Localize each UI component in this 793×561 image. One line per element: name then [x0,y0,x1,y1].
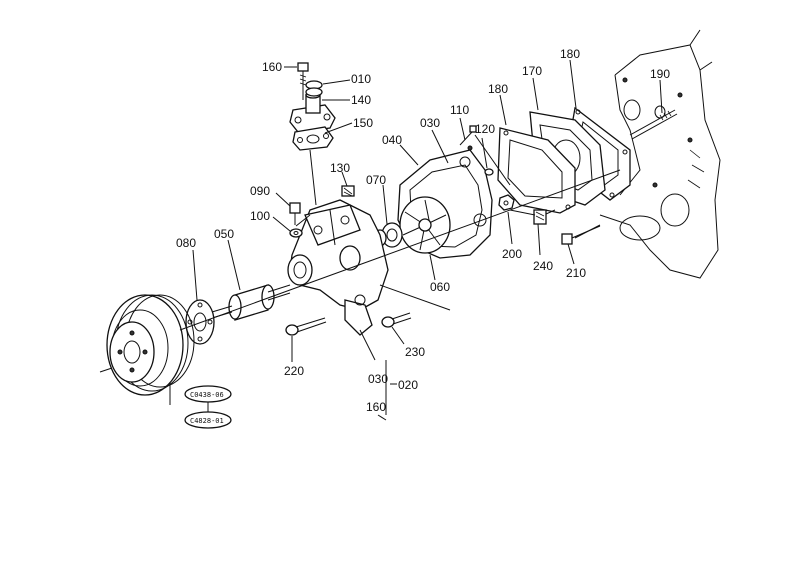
ref-tag-1: C0438-06 [190,391,224,399]
bolt-230 [381,312,412,328]
gasket-150 [292,126,334,151]
label-130: 130 [330,161,350,175]
label-020: 020 [398,378,418,392]
callout-leaders [169,59,663,405]
ref-tag-2: C4828-01 [190,417,224,425]
gasket-180-left [497,127,576,214]
impeller-060 [399,196,451,254]
label-050: 050 [214,227,234,241]
label-110: 110 [450,103,469,117]
label-140: 140 [351,93,371,107]
label-100: 100 [250,209,270,223]
label-150: 150 [353,116,373,130]
label-220: 220 [284,364,304,378]
thermostat-010 [305,80,323,97]
label-180-right: 180 [560,47,580,61]
label-030-top: 030 [420,116,440,130]
temp-sensor-240 [533,209,556,225]
label-240: 240 [533,259,553,273]
label-190: 190 [650,67,670,81]
label-180-left: 180 [488,82,508,96]
bolt-090 [289,202,301,225]
part-labels: 160 010 140 150 110 030 040 120 180 170 … [176,47,670,414]
label-010: 010 [351,72,371,86]
flange-hub-080 [185,299,215,345]
nut-200 [498,194,515,211]
bolt-110 [459,125,477,146]
engine-block [599,29,721,279]
assembly-lines [179,88,621,421]
label-060: 060 [430,280,450,294]
bolt-220 [285,317,327,336]
stud-bolt-190 [629,109,678,140]
label-120: 120 [475,122,495,136]
label-090: 090 [250,184,270,198]
nut-120 [484,168,494,176]
plug-130 [341,185,355,197]
label-070: 070 [366,173,386,187]
washer-100 [289,228,303,238]
label-030-bottom: 030 [368,372,388,386]
label-160-top: 160 [262,60,282,74]
label-080: 080 [176,236,196,250]
bolt-160-top [297,62,309,88]
fan-pulley [99,294,195,396]
label-170: 170 [522,64,542,78]
reference-tags: C0438-06 C4828-01 [184,385,232,429]
label-040: 040 [382,133,402,147]
label-200: 200 [502,247,522,261]
thermostat-cover-140 [289,91,336,133]
label-230: 230 [405,345,425,359]
label-210: 210 [566,266,586,280]
shaft-bearing-050 [211,284,291,321]
label-160-bottom: 160 [366,400,386,414]
